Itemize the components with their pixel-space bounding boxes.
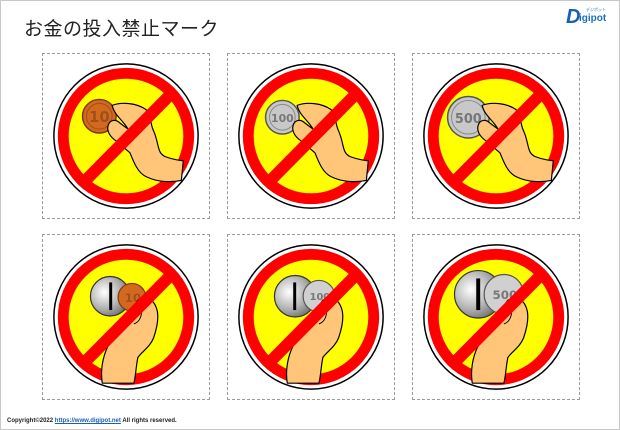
no-coin-slot-icon: 500 bbox=[413, 235, 579, 399]
no-coin-slot-icon: 10 bbox=[43, 235, 209, 399]
no-coin-slot-icon: 100 bbox=[228, 235, 394, 399]
sign-card-no-10yen-hold: 10 bbox=[42, 53, 210, 219]
no-coin-insertion-icon: 10 bbox=[43, 54, 209, 218]
page-title: お金の投入禁止マーク bbox=[24, 18, 220, 40]
sign-card-no-500yen-slot: 500 bbox=[412, 234, 580, 400]
rights-text: All rights reserved. bbox=[122, 418, 177, 424]
coin-label: 100 bbox=[271, 112, 294, 125]
logo-initial: D bbox=[566, 6, 581, 28]
no-coin-insertion-icon: 500 bbox=[413, 54, 579, 218]
sign-card-no-100yen-hold: 100 bbox=[227, 53, 395, 219]
coin-label: 100 bbox=[310, 292, 331, 303]
logo-text: igipot bbox=[579, 13, 607, 24]
no-coin-insertion-icon: 100 bbox=[228, 54, 394, 218]
digipot-logo: D デジポット igipot bbox=[566, 6, 616, 28]
sign-card-no-10yen-slot: 10 bbox=[42, 234, 210, 400]
coin-label: 500 bbox=[455, 112, 482, 127]
sign-card-no-100yen-slot: 100 bbox=[227, 234, 395, 400]
copyright-text: Copyright©2022 bbox=[7, 418, 54, 424]
sign-card-no-500yen-hold: 500 bbox=[412, 53, 580, 219]
logo-kana: デジポット bbox=[586, 7, 606, 12]
digipot-link[interactable]: https://www.digipot.net bbox=[54, 418, 121, 424]
copyright-footer: Copyright©2022 https://www.digipot.net A… bbox=[7, 418, 177, 424]
coin-label: 10 bbox=[89, 109, 110, 126]
